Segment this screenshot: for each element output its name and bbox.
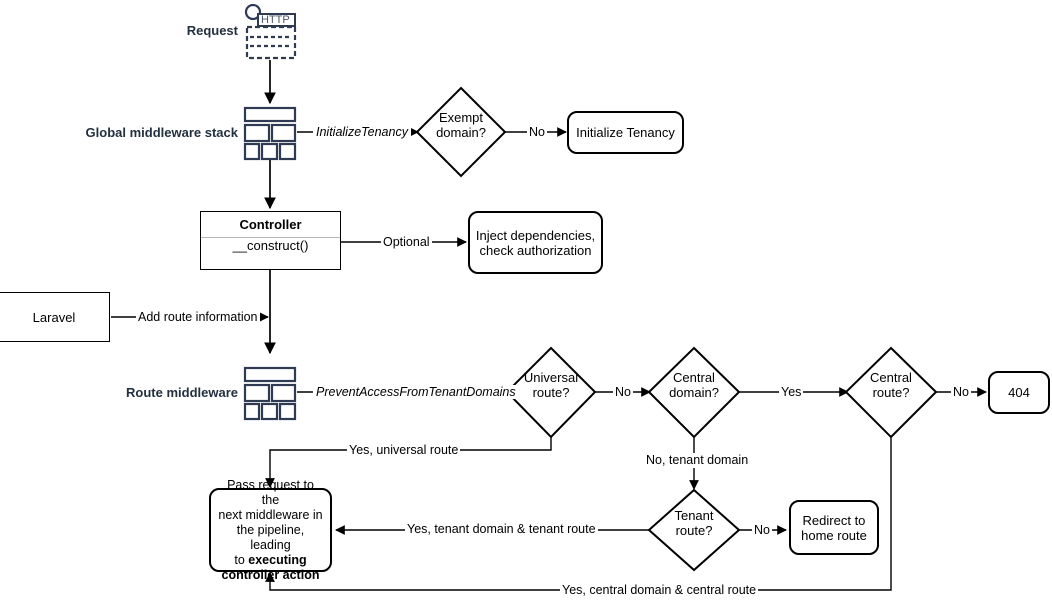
pass-request-line-3: the pipeline, leading	[236, 522, 305, 552]
node-inject-dependencies[interactable]: Inject dependencies, check authorization	[468, 211, 603, 274]
node-controller[interactable]: Controller __construct()	[200, 211, 341, 270]
node-controller-method: __construct()	[232, 238, 309, 253]
pass-request-line-1: Pass request to the	[227, 477, 314, 507]
node-initialize-tenancy-label: Initialize Tenancy	[576, 125, 675, 140]
edge-label-initialize-tenancy-middleware: InitializeTenancy	[313, 125, 411, 139]
row-label-route-middleware: Route middleware	[126, 385, 238, 400]
edge-label-universal-route-no: No	[613, 385, 633, 400]
pass-request-bold-2: controller action	[221, 567, 320, 582]
shape-central-route-diamond	[844, 346, 938, 439]
node-404-label: 404	[1008, 385, 1030, 400]
edge-label-exempt-domain-no: No	[527, 125, 547, 140]
node-laravel[interactable]: Laravel	[0, 292, 110, 342]
shape-exempt-domain-diamond	[415, 86, 507, 178]
shape-tenant-route-diamond	[647, 488, 741, 572]
shape-universal-route-diamond	[505, 346, 597, 439]
http-icon-label: HTTP	[261, 14, 290, 26]
node-pass-request[interactable]: Pass request to the next middleware in t…	[209, 478, 332, 582]
edge-label-prevent-access-from-tenant-domains: PreventAccessFromTenantDomains	[313, 385, 519, 399]
edge-label-tenant-route-no: No	[752, 523, 772, 538]
edge-label-central-domain-yes: Yes	[779, 385, 804, 400]
node-laravel-label: Laravel	[32, 309, 76, 325]
edge-label-yes-central-domain-central-route: Yes, central domain & central route	[560, 583, 759, 598]
edge-label-add-route-information: Add route information	[136, 310, 260, 325]
pass-request-bold-1: executing	[248, 552, 307, 567]
middleware-stack-icon-global	[243, 106, 297, 161]
pass-request-line-2: next middleware in	[218, 507, 323, 522]
http-request-icon	[244, 3, 297, 60]
shape-central-domain-diamond	[647, 346, 741, 439]
node-404[interactable]: 404	[988, 371, 1050, 414]
edge-label-central-route-no: No	[951, 385, 971, 400]
edge-label-yes-tenant-domain-tenant-route: Yes, tenant domain & tenant route	[405, 522, 598, 537]
middleware-stack-icon-route	[243, 366, 297, 421]
edge-label-no-tenant-domain: No, tenant domain	[644, 453, 751, 468]
node-controller-title: Controller	[201, 212, 340, 238]
node-pass-request-label: Pass request to the next middleware in t…	[211, 476, 330, 585]
node-inject-dependencies-label: Inject dependencies, check authorization	[475, 227, 596, 258]
node-initialize-tenancy[interactable]: Initialize Tenancy	[567, 111, 684, 154]
node-redirect-home-route-label: Redirect to home route	[801, 512, 867, 543]
row-label-global-middleware-stack: Global middleware stack	[85, 125, 238, 140]
pass-request-line-4: to	[234, 552, 249, 567]
edge-label-yes-universal-route: Yes, universal route	[347, 443, 461, 458]
row-label-request: Request	[186, 23, 238, 38]
node-redirect-home-route[interactable]: Redirect to home route	[789, 500, 879, 555]
edge-label-optional: Optional	[381, 235, 432, 250]
